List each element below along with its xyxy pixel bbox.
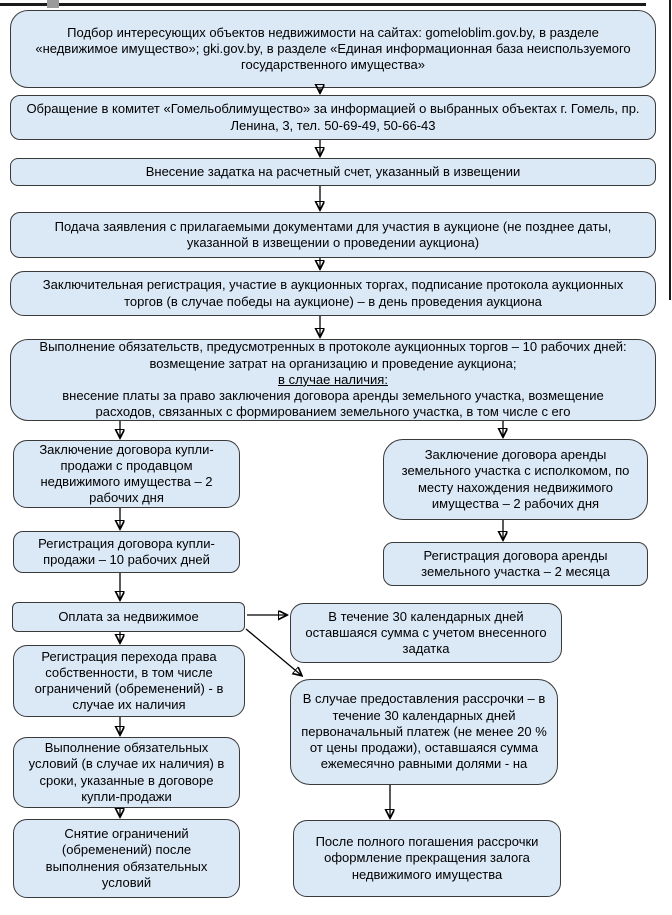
top-border-notch <box>47 0 59 8</box>
box-payment: Оплата за недвижимое <box>12 602 245 632</box>
box-text: Выполнение обязательных условий (в случа… <box>28 740 225 804</box>
box-text: Выполнение обязательств, предусмотренных… <box>33 339 633 420</box>
box-payment-30-days: В течение 30 календарных дней оставшаяся… <box>290 603 562 663</box>
box-text: Заключение договора купли-продажи с прод… <box>39 441 214 506</box>
box-text: Оплата за недвижимое <box>58 608 199 624</box>
box-text: Обращение в комитет «Гомельоблимущество»… <box>26 101 640 133</box>
box-object-search: Подбор интересующих объектов недвижимост… <box>10 10 656 88</box>
box-text: Внесение задатка на расчетный счет, указ… <box>145 163 521 179</box>
underlined-phrase: в случае наличия: <box>278 371 388 387</box>
box-text: В случае предоставления рассрочки – в те… <box>301 691 547 772</box>
box-purchase-registration: Регистрация договора купли-продажи – 10 … <box>13 531 240 573</box>
box-pledge-termination: После полного погашения рассрочки оформл… <box>293 820 561 897</box>
box-text: Подача заявления с прилагаемыми документ… <box>54 218 612 250</box>
box-application-submission: Подача заявления с прилагаемыми документ… <box>10 212 656 258</box>
box-deposit-payment: Внесение задатка на расчетный счет, указ… <box>10 158 656 186</box>
box-text: Регистрация перехода права собственности… <box>34 648 224 713</box>
box-lease-registration: Регистрация договора аренды земельного у… <box>383 542 648 586</box>
box-transfer-registration: Регистрация перехода права собственности… <box>13 645 245 717</box>
box-restrictions-removal: Снятие ограничений (обременений) после в… <box>13 819 240 898</box>
box-text: Регистрация договора аренды земельного у… <box>421 547 610 579</box>
box-purchase-contract: Заключение договора купли-продажи с прод… <box>13 440 240 508</box>
box-text: Снятие ограничений (обременений) после в… <box>45 826 208 890</box>
box-lease-contract: Заключение договора аренды земельного уч… <box>383 439 648 520</box>
box-obligations-fulfillment: Выполнение обязательств, предусмотренных… <box>10 339 656 421</box>
box-conditions-fulfillment: Выполнение обязательных условий (в случа… <box>13 737 240 808</box>
page-right-border <box>669 0 671 300</box>
box-committee-contact: Обращение в комитет «Гомельоблимущество»… <box>10 95 656 140</box>
box-text: Регистрация договора купли-продажи – 10 … <box>38 535 215 567</box>
page-top-border <box>0 3 646 6</box>
box-text: Подбор интересующих объектов недвижимост… <box>35 24 631 73</box>
box-text: Заключительная регистрация, участие в ау… <box>42 277 624 309</box>
box-final-registration: Заключительная регистрация, участие в ау… <box>10 271 656 316</box>
box-text: В течение 30 календарных дней оставшаяся… <box>305 608 547 657</box>
box-text: Заключение договора аренды земельного уч… <box>401 447 630 511</box>
box-installment-plan: В случае предоставления рассрочки – в те… <box>290 679 558 785</box>
box-text: После полного погашения рассрочки оформл… <box>315 834 539 882</box>
